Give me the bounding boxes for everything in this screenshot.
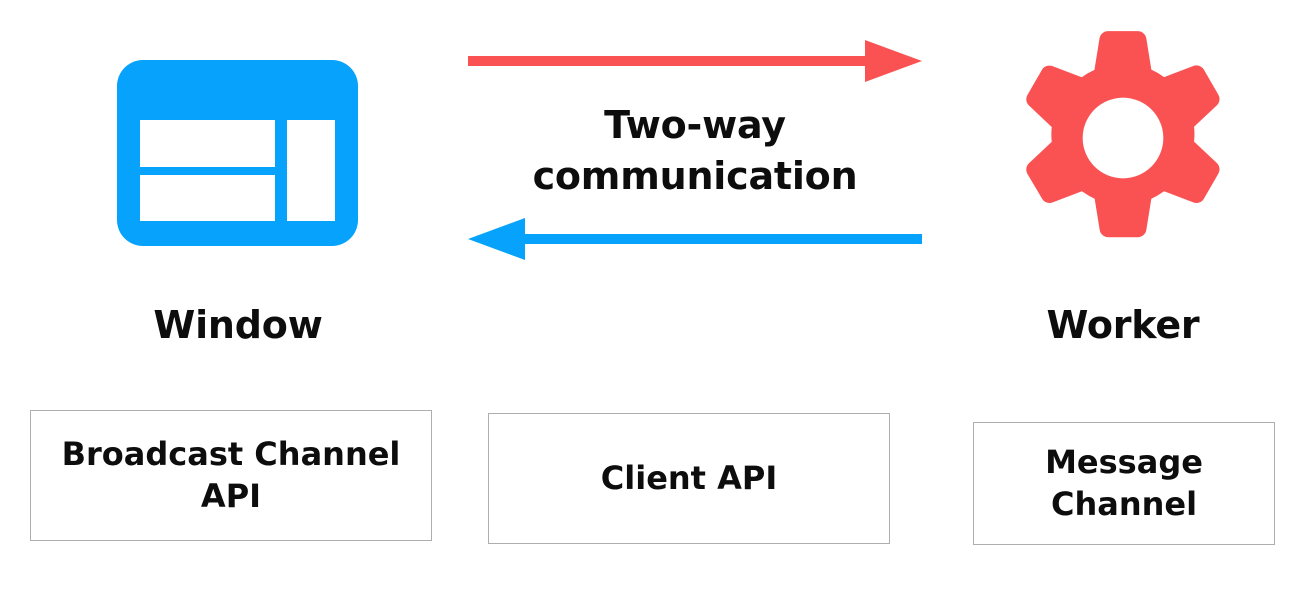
- api-box-client-api-text: Client API: [601, 458, 777, 500]
- node-label-worker: Worker: [1046, 303, 1200, 347]
- window-icon-panel-bottom-left: [140, 175, 275, 221]
- api-box-message-channel-text: Message Channel: [1045, 442, 1203, 525]
- arrow-left-icon: [468, 218, 922, 260]
- api-box-broadcast-channel-text: Broadcast Channel API: [62, 434, 401, 517]
- api-box-broadcast-channel: Broadcast Channel API: [30, 410, 432, 541]
- arrow-right-icon: [468, 40, 922, 82]
- api-box-broadcast-channel-line-1: Broadcast Channel: [61, 434, 401, 473]
- browser-window-icon: [117, 60, 358, 246]
- window-icon-panel-right: [287, 120, 335, 221]
- gear-icon: [1014, 28, 1232, 248]
- api-box-message-channel-line-1: Message: [1045, 442, 1203, 481]
- connection-caption: Two-way communication: [470, 100, 920, 203]
- window-icon-panel-top-left: [140, 120, 275, 167]
- api-box-message-channel: Message Channel: [973, 422, 1275, 545]
- api-box-client-api-line-1: Client API: [600, 458, 778, 497]
- connection-caption-line-2: communication: [532, 154, 858, 199]
- api-box-broadcast-channel-line-2: API: [200, 476, 262, 515]
- connection-caption-line-1: Two-way: [604, 103, 786, 147]
- api-box-client-api: Client API: [488, 413, 890, 544]
- api-box-message-channel-line-2: Channel: [1050, 484, 1198, 523]
- node-label-window: Window: [153, 303, 323, 347]
